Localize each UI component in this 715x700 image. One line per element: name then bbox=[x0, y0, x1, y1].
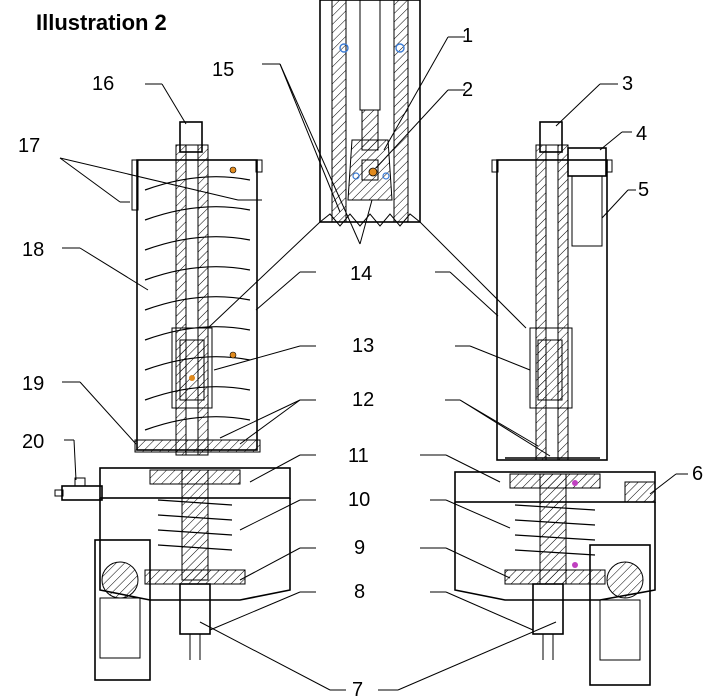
diagram-title: Illustration 2 bbox=[36, 10, 167, 35]
left-assembly bbox=[54, 121, 291, 681]
label-11: 11 bbox=[348, 445, 369, 467]
label-16: 16 bbox=[92, 73, 114, 95]
part-labels: 1 2 3 4 5 6 7 8 9 10 11 12 13 14 15 16 1… bbox=[18, 25, 703, 700]
label-14: 14 bbox=[350, 263, 372, 285]
detail-inset bbox=[207, 0, 527, 329]
label-3: 3 bbox=[622, 73, 633, 95]
label-9: 9 bbox=[354, 537, 365, 559]
label-18: 18 bbox=[22, 239, 44, 261]
label-12: 12 bbox=[352, 389, 374, 411]
label-13: 13 bbox=[352, 335, 374, 357]
label-7: 7 bbox=[352, 679, 363, 700]
label-10: 10 bbox=[348, 489, 370, 511]
label-8: 8 bbox=[354, 581, 365, 603]
label-4: 4 bbox=[636, 123, 647, 145]
label-19: 19 bbox=[22, 373, 44, 395]
right-assembly bbox=[454, 121, 656, 686]
label-20: 20 bbox=[22, 431, 44, 453]
label-15: 15 bbox=[212, 59, 234, 81]
label-5: 5 bbox=[638, 179, 649, 201]
label-1: 1 bbox=[462, 25, 473, 47]
label-6: 6 bbox=[692, 463, 703, 485]
label-2: 2 bbox=[462, 79, 473, 101]
inset-oring-icon bbox=[395, 43, 405, 53]
leader-lines bbox=[59, 36, 688, 691]
inset-oring-icon bbox=[339, 43, 349, 53]
inset-valve-ball-icon bbox=[368, 167, 378, 177]
label-17: 17 bbox=[18, 135, 40, 157]
